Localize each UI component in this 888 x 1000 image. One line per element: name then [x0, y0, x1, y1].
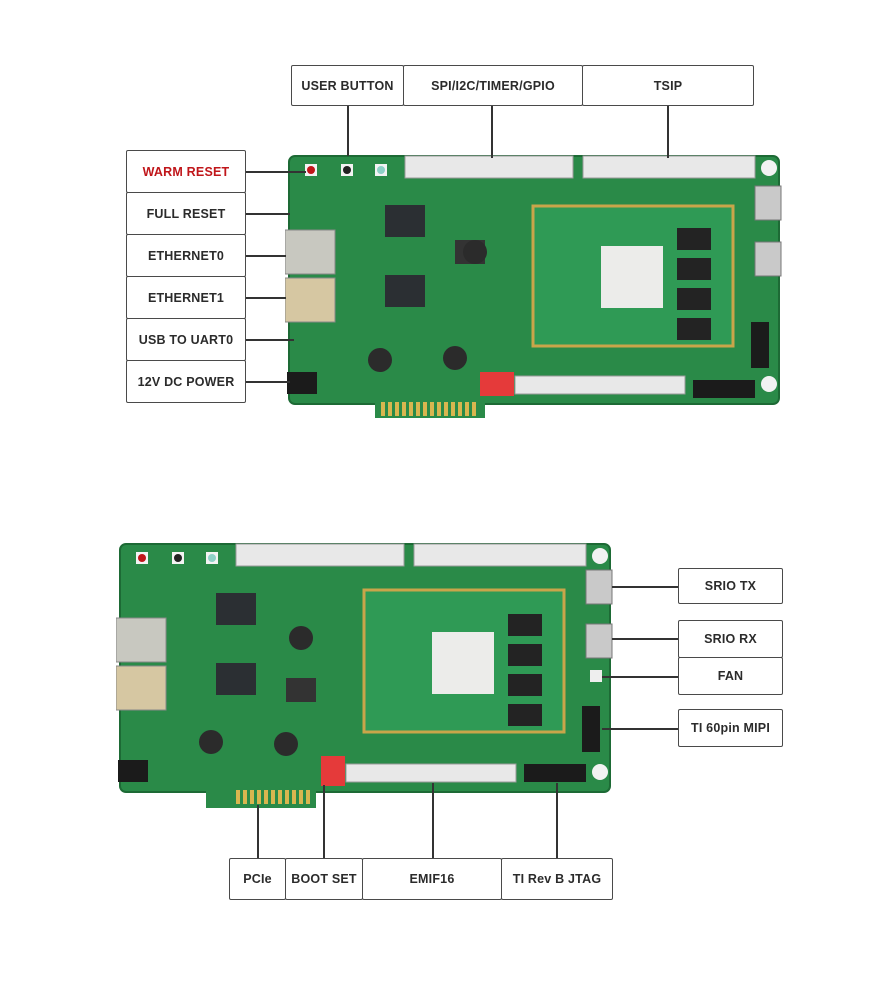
- bottom-board-image: [116, 543, 613, 808]
- label-srio-rx: SRIO RX: [678, 620, 783, 658]
- label-ethernet0: ETHERNET0: [126, 234, 246, 277]
- label-fan: FAN: [678, 657, 783, 695]
- label-ti-rev-b-jtag: TI Rev B JTAG: [501, 858, 613, 900]
- top-board-image: [285, 155, 782, 418]
- label-spi-i2c-timer-gpio: SPI/I2C/TIMER/GPIO: [403, 65, 583, 106]
- label-usb-to-uart0: USB TO UART0: [126, 318, 246, 361]
- connector-user-button: [347, 106, 349, 156]
- label-ethernet1: ETHERNET1: [126, 276, 246, 319]
- label-pcie: PCIe: [229, 858, 286, 900]
- connector-12v-power: [246, 381, 290, 383]
- connector-emif16: [432, 783, 434, 858]
- connector-jtag: [556, 783, 558, 858]
- label-tsip: TSIP: [582, 65, 754, 106]
- label-emif16: EMIF16: [362, 858, 502, 900]
- connector-warm-reset: [246, 171, 306, 173]
- connector-ethernet1: [246, 297, 286, 299]
- label-warm-reset: WARM RESET: [126, 150, 246, 193]
- connector-usb-uart0: [246, 339, 294, 341]
- connector-full-reset: [246, 213, 290, 215]
- label-12v-dc-power: 12V DC POWER: [126, 360, 246, 403]
- connector-pcie: [257, 805, 259, 858]
- label-boot-set: BOOT SET: [285, 858, 363, 900]
- connector-ethernet0: [246, 255, 286, 257]
- label-srio-tx: SRIO TX: [678, 568, 783, 604]
- connector-srio-tx: [612, 586, 678, 588]
- connector-spi: [491, 106, 493, 158]
- connector-srio-rx: [612, 638, 678, 640]
- label-ti-60pin-mipi: TI 60pin MIPI: [678, 709, 783, 747]
- connector-mipi: [602, 728, 678, 730]
- label-full-reset: FULL RESET: [126, 192, 246, 235]
- connector-fan: [602, 676, 678, 678]
- label-user-button: USER BUTTON: [291, 65, 404, 106]
- connector-tsip: [667, 106, 669, 158]
- connector-boot-set: [323, 785, 325, 858]
